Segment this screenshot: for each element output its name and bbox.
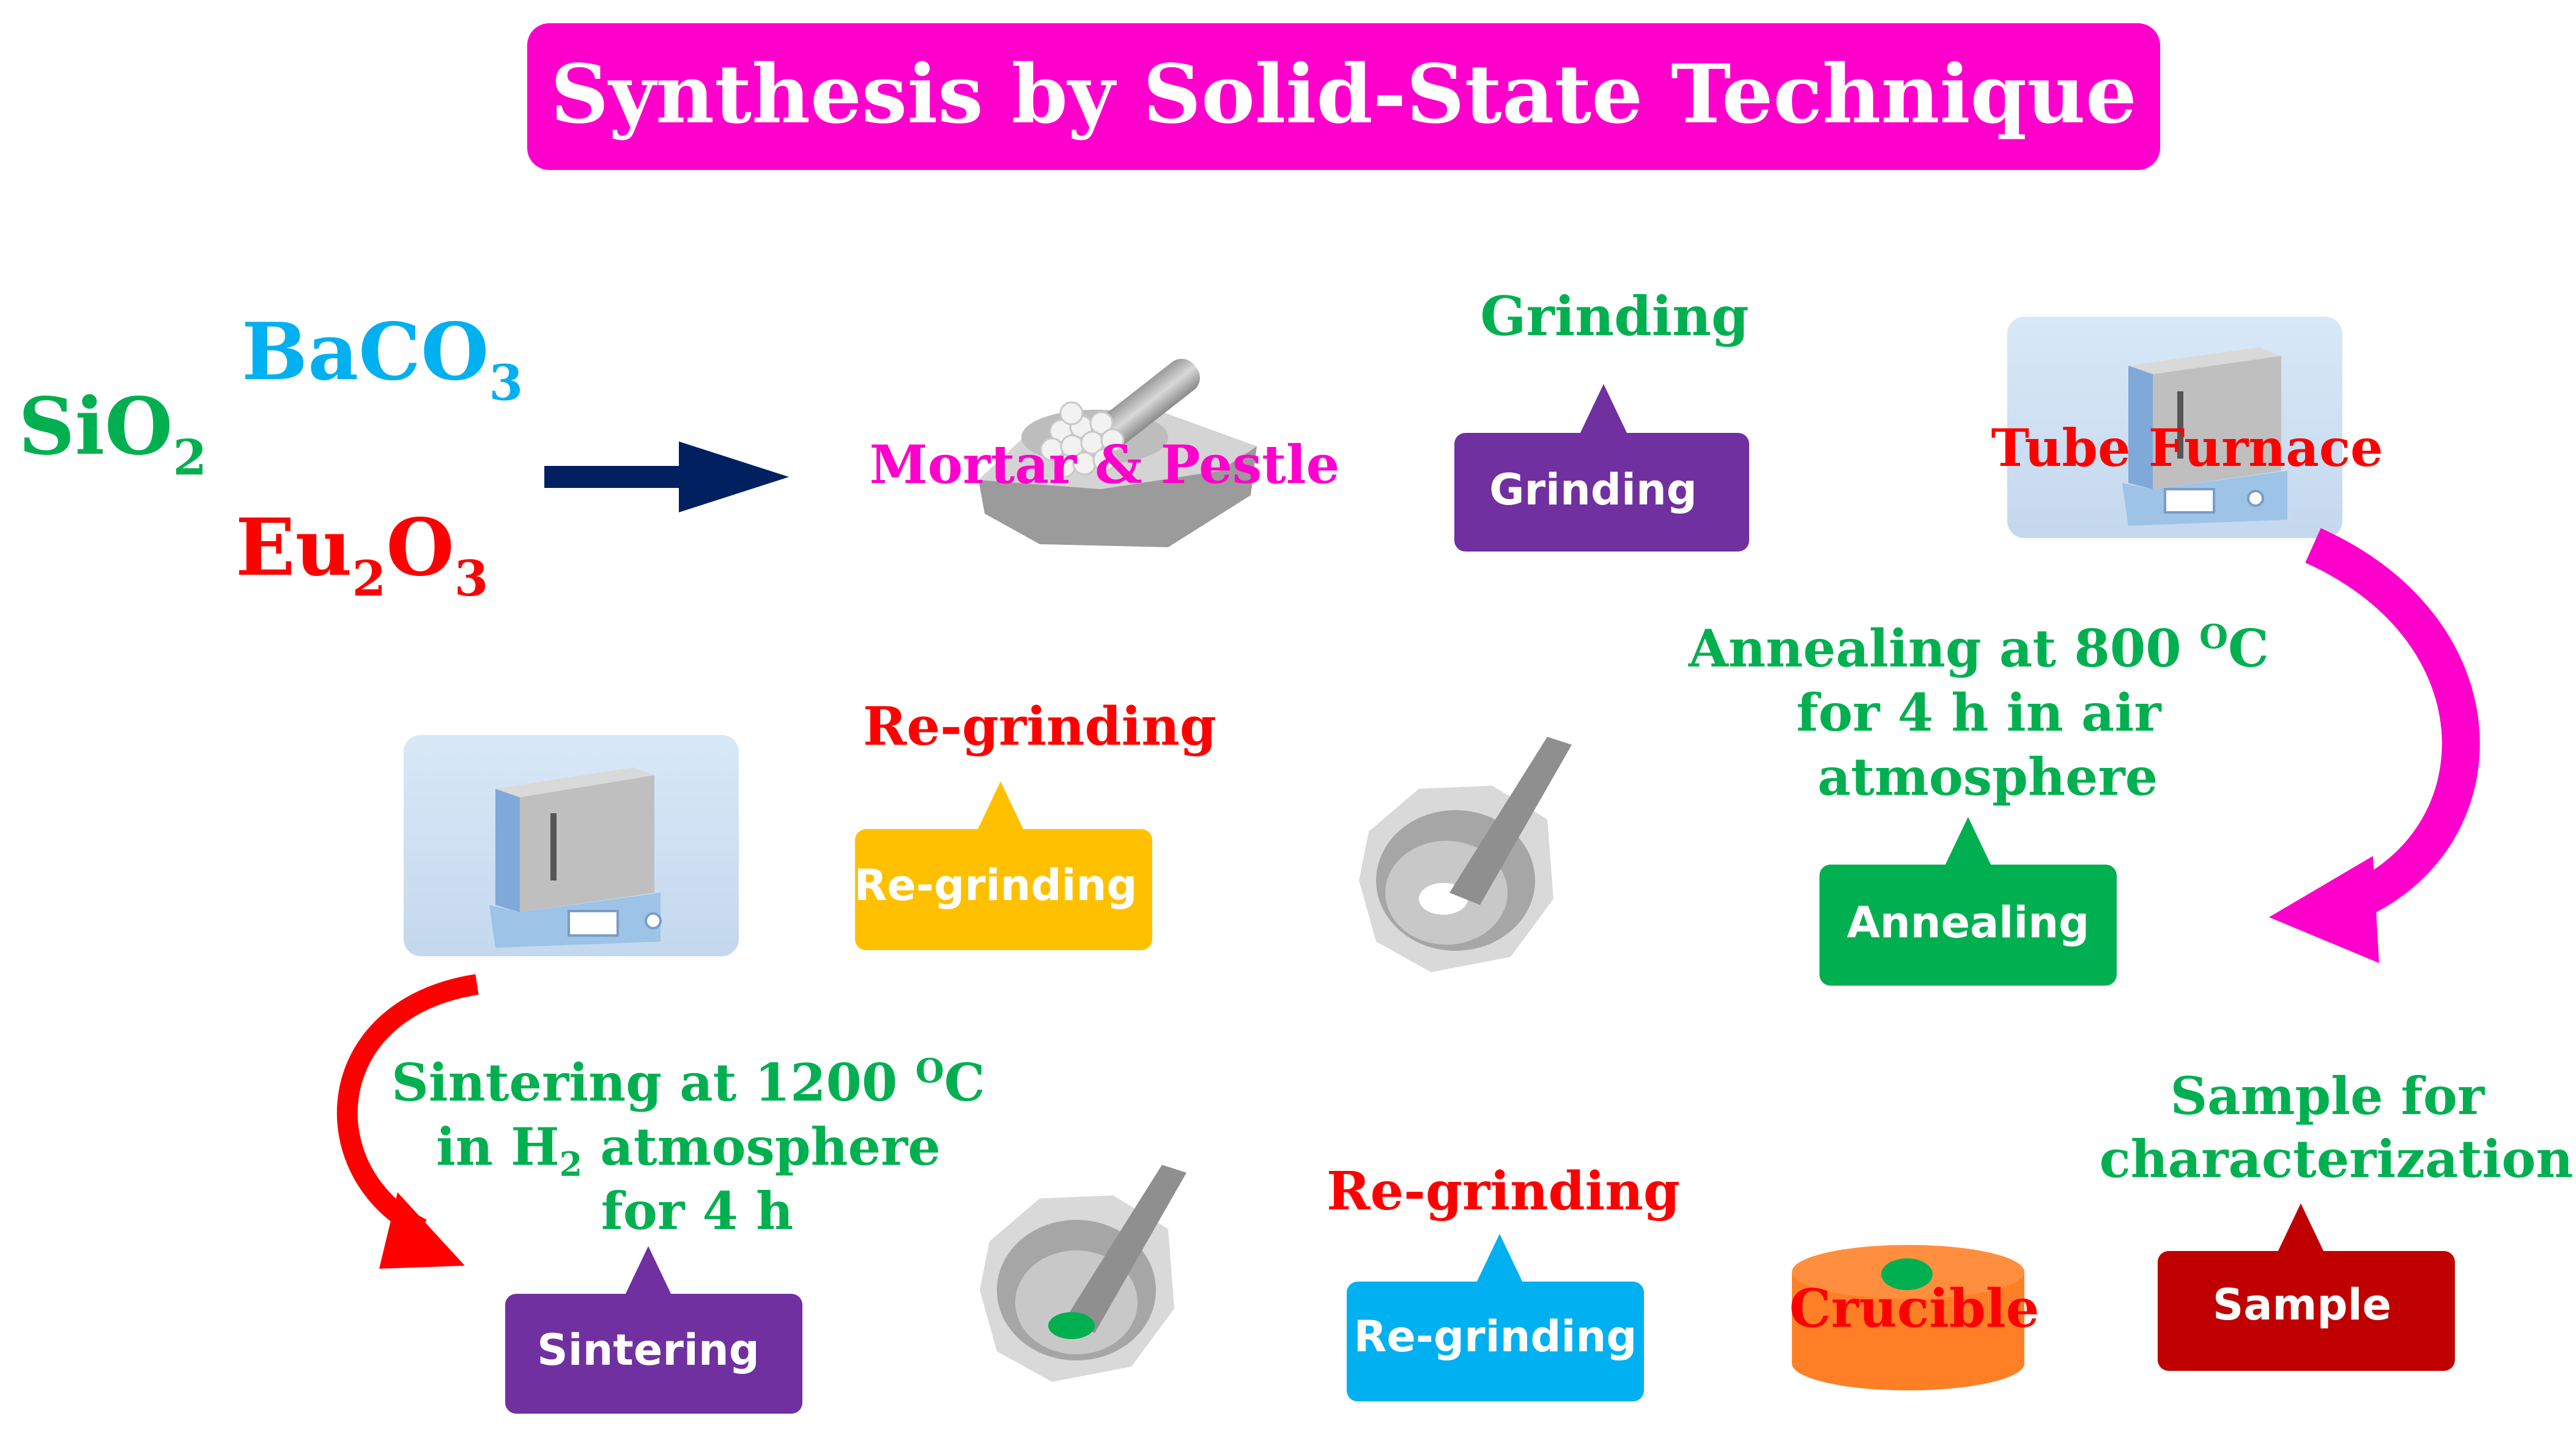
svg-text:BaCO3: BaCO3 [242,306,523,412]
regrinding-box-2: Re-grinding [1347,1234,1644,1401]
title-background [527,23,2160,170]
reagent-baco3: BaCO3 [242,306,523,412]
sintering-description: Sintering at 1200 OC in H2 atmosphere fo… [391,1051,1003,1241]
regrinding-heading-1: Re-grinding [863,696,1216,758]
page-title: Synthesis by Solid-State Technique [550,47,2137,142]
reagent-eu2o3-sub2: 3 [454,550,489,607]
reagent-eu2o3: Eu2O3 [235,502,488,607]
grinding-box-label: Grinding [1489,465,1697,515]
reagent-eu2o3-base2: O [386,502,454,594]
crucible-label: Crucible [1790,1278,2040,1340]
mortar-pestle-label: Mortar & Pestle [870,434,1340,496]
annealing-box-label: Annealing [1847,898,2089,948]
reagent-sio2-base: SiO [18,381,173,473]
reagent-sio2: SiO2 [18,381,207,486]
mortar-pestle-icon [980,1165,1186,1382]
title-banner: Synthesis by Solid-State Technique [527,23,2160,170]
reagent-eu2o3-sub1: 2 [352,550,387,607]
grinding-box: Grinding [1454,384,1749,552]
annealing-description: Annealing at 800 OC for 4 h in air atmos… [1688,617,2287,807]
furnace-icon [2007,317,2342,538]
sample-description: Sample for characterization [2100,1066,2574,1189]
reagent-baco3-base: BaCO [242,306,489,398]
svg-text:Eu2O3: Eu2O3 [235,502,488,607]
furnace-icon [404,735,739,956]
sample-box-label: Sample [2213,1280,2391,1330]
regrinding-box-2-label: Re-grinding [1354,1312,1637,1362]
regrinding-box-1-label: Re-grinding [854,860,1138,910]
regrinding-box-1: Re-grinding [854,781,1152,950]
arrow-icon [544,441,789,512]
sample-box: Sample [2158,1203,2455,1371]
mortar-pestle-icon [979,358,1257,547]
sintering-box-label: Sintering [537,1325,760,1375]
crucible-icon [1792,1245,2024,1390]
curved-arrow-icon [336,974,479,1269]
reagent-sio2-sub: 2 [173,429,207,486]
curved-arrow-icon [2269,528,2480,963]
grinding-heading: Grinding [1480,284,1749,348]
reagent-eu2o3-base1: Eu [235,502,352,594]
sintering-box: Sintering [505,1246,802,1414]
svg-text:SiO2: SiO2 [18,381,207,486]
annealing-box: Annealing [1819,817,2117,986]
reagent-baco3-sub: 3 [489,354,524,412]
mortar-pestle-icon [1359,737,1572,972]
tube-furnace-label: Tube Furnace [1991,418,2383,478]
regrinding-heading-2: Re-grinding [1327,1161,1680,1222]
